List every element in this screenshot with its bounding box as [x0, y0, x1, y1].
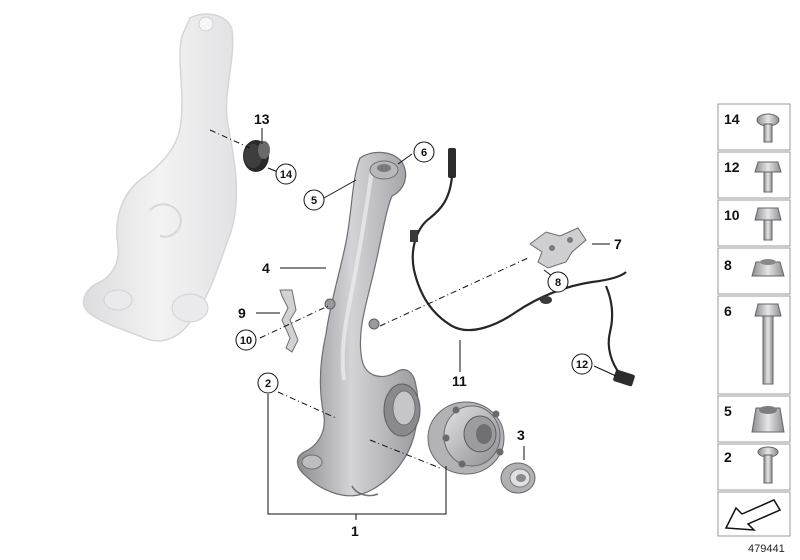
- steering-knuckle: [296, 151, 421, 497]
- svg-text:14: 14: [280, 169, 293, 181]
- hub-collar: [500, 462, 536, 494]
- legend-number: 5: [724, 403, 732, 419]
- legend-number: 8: [724, 257, 732, 273]
- callout-11: 11: [452, 373, 467, 389]
- speed-sensor-cable: [410, 148, 635, 387]
- callout-9: 9: [238, 305, 246, 321]
- svg-text:6: 6: [421, 147, 427, 159]
- callout-5: 5: [303, 189, 325, 211]
- legend-row-6: 6: [717, 295, 791, 395]
- callout-8: 8: [547, 271, 569, 293]
- direction-arrow-icon: [724, 499, 782, 531]
- ghost-knuckle: [82, 13, 238, 342]
- callout-14: 14: [275, 163, 297, 185]
- svg-text:2: 2: [265, 378, 271, 390]
- sensor-bracket: [529, 227, 587, 269]
- direction-arrow-box: [717, 491, 791, 537]
- legend-row-5: 5: [717, 395, 791, 443]
- svg-text:5: 5: [311, 195, 317, 207]
- legend-number: 12: [724, 159, 740, 175]
- legend-row-12: 12: [717, 151, 791, 199]
- callout-7: 7: [614, 236, 622, 252]
- legend-number: 2: [724, 449, 732, 465]
- callout-6: 6: [413, 141, 435, 163]
- legend-number: 14: [724, 111, 740, 127]
- callout-labels: 1 3 4 7 9 11 13: [238, 111, 622, 539]
- bracket-small: [279, 289, 299, 353]
- callout-4: 4: [262, 260, 270, 276]
- callout-12: 12: [571, 353, 593, 375]
- circled-callouts: 2 5 6 8 10 12 14: [235, 141, 593, 394]
- drawing-number: 479441: [748, 543, 785, 555]
- svg-text:12: 12: [576, 359, 588, 371]
- legend-row-8: 8: [717, 247, 791, 295]
- legend-number: 10: [724, 207, 740, 223]
- callout-13: 13: [254, 111, 270, 127]
- svg-text:10: 10: [240, 335, 252, 347]
- leader-lines: [209, 128, 617, 520]
- callout-2: 2: [257, 372, 279, 394]
- callout-3: 3: [517, 427, 525, 443]
- legend-number: 6: [724, 303, 732, 319]
- callout-1: 1: [351, 523, 359, 539]
- svg-text:8: 8: [555, 277, 561, 289]
- wheel-hub: [427, 401, 505, 475]
- fastener-legend: 14 12 10 8 6: [717, 103, 791, 537]
- legend-row-10: 10: [717, 199, 791, 247]
- legend-row-14: 14: [717, 103, 791, 151]
- rubber-grommet: [243, 140, 270, 172]
- legend-row-2: 2: [717, 443, 791, 491]
- callout-10: 10: [235, 329, 257, 351]
